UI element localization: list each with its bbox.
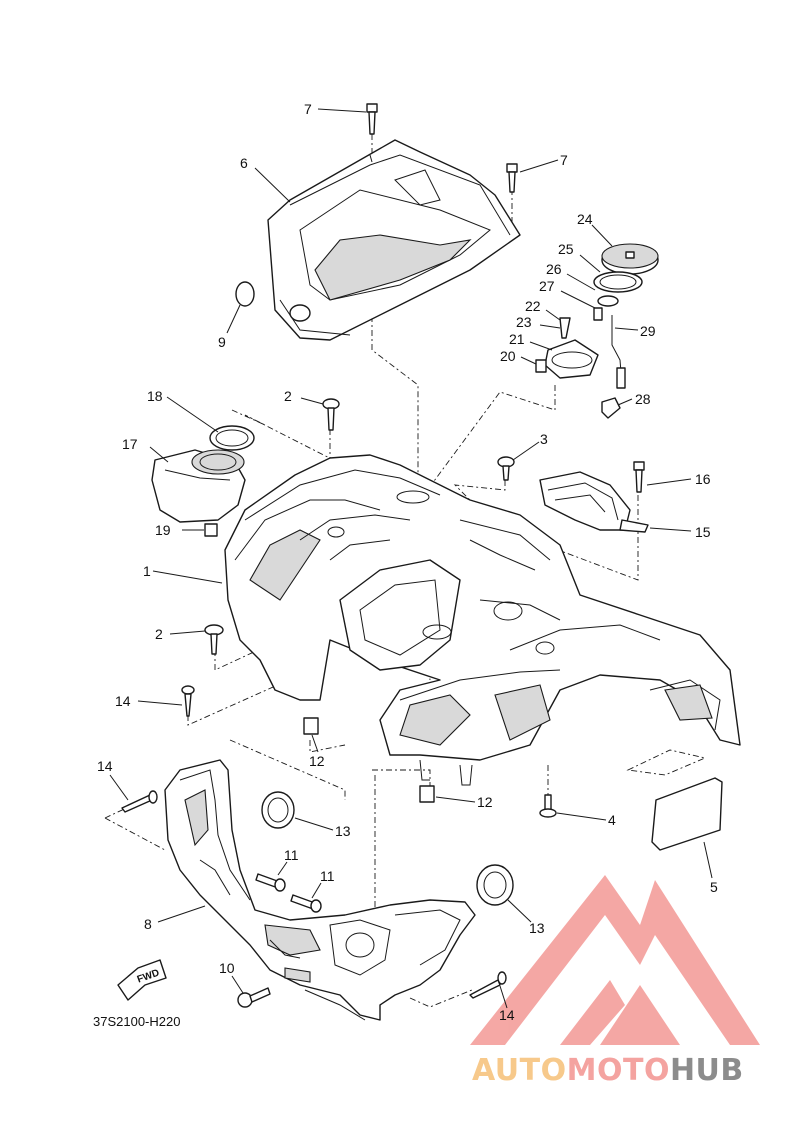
front-guard: [164, 759, 476, 1021]
callout-5: 5: [710, 879, 718, 895]
callout-26: 26: [546, 261, 562, 277]
bolt-7-top: [366, 103, 378, 135]
fwd-arrow-icon: FWD: [117, 959, 167, 1001]
screw-14-upper: [181, 685, 195, 717]
callout-3: 3: [540, 431, 548, 447]
bracket-15: [539, 471, 649, 533]
callout-2-top: 2: [284, 388, 292, 404]
callout-29: 29: [640, 323, 656, 339]
callout-10: 10: [219, 960, 235, 976]
bolt-7-right: [506, 163, 518, 193]
screw-14-left: [121, 790, 158, 813]
watermark-wordmark: AUTOMOTOHUB: [472, 1053, 744, 1088]
callout-25: 25: [558, 241, 574, 257]
callout-6: 6: [240, 155, 248, 171]
callout-16: 16: [695, 471, 711, 487]
bolt-10: [237, 987, 271, 1008]
callout-12-right: 12: [477, 794, 493, 810]
bolt-3: [497, 456, 515, 481]
callout-7-right: 7: [560, 152, 568, 168]
callout-13-upper: 13: [335, 823, 351, 839]
clip-12-left: [303, 717, 319, 735]
callout-1: 1: [143, 563, 151, 579]
watermark-word-auto: AUTO: [472, 1053, 567, 1088]
bolt-11-a: [255, 873, 286, 892]
callout-11-b: 11: [320, 868, 335, 884]
callout-12-left: 12: [309, 753, 325, 769]
leader-lines: [109, 108, 713, 1009]
callout-11-a: 11: [284, 847, 299, 863]
bolt-16: [633, 461, 645, 493]
watermark-word-moto: MOTO: [567, 1053, 670, 1088]
callout-14-lower: 14: [499, 1007, 515, 1023]
watermark-logo-icon: [470, 875, 760, 1045]
callout-24: 24: [577, 211, 593, 227]
front-top-cover: [267, 139, 521, 341]
callout-21: 21: [509, 331, 525, 347]
callout-28: 28: [635, 391, 651, 407]
callout-9: 9: [218, 334, 226, 350]
callout-15: 15: [695, 524, 711, 540]
bolt-2-top: [322, 398, 340, 431]
bolt-11-b: [290, 894, 322, 913]
callout-13-lower: 13: [529, 920, 545, 936]
callout-22: 22: [525, 298, 541, 314]
callout-8: 8: [144, 916, 152, 932]
watermark-word-hub: HUB: [670, 1053, 744, 1088]
callout-23: 23: [516, 314, 532, 330]
grommet-13-lower: [476, 864, 514, 906]
front-fender: [224, 454, 741, 786]
bolt-2-left: [204, 624, 224, 655]
storage-box: [151, 425, 255, 537]
callout-18: 18: [147, 388, 163, 404]
screw-14-lower: [469, 971, 507, 999]
callout-7-top: 7: [304, 101, 312, 117]
callout-20: 20: [500, 348, 516, 364]
callout-numbers: 7 6 7 9 24 25 26 27 22 23 29 21 20 28 18…: [97, 101, 718, 1023]
assembly-guide-lines: [104, 120, 707, 1008]
callout-14-left: 14: [97, 758, 113, 774]
callout-27: 27: [539, 278, 555, 294]
clip-12-right: [419, 785, 435, 803]
bolt-4: [539, 794, 557, 818]
grommet-13-upper: [261, 791, 295, 829]
reference-code: 37S2100-H220: [93, 1014, 180, 1029]
cap-9: [235, 281, 255, 307]
callout-14-upper: 14: [115, 693, 131, 709]
callout-17: 17: [122, 436, 138, 452]
callout-4: 4: [608, 812, 616, 828]
callout-19: 19: [155, 522, 171, 538]
panel-5: [651, 777, 723, 851]
filler-cap-assembly: [535, 243, 659, 419]
callout-2-left: 2: [155, 626, 163, 642]
